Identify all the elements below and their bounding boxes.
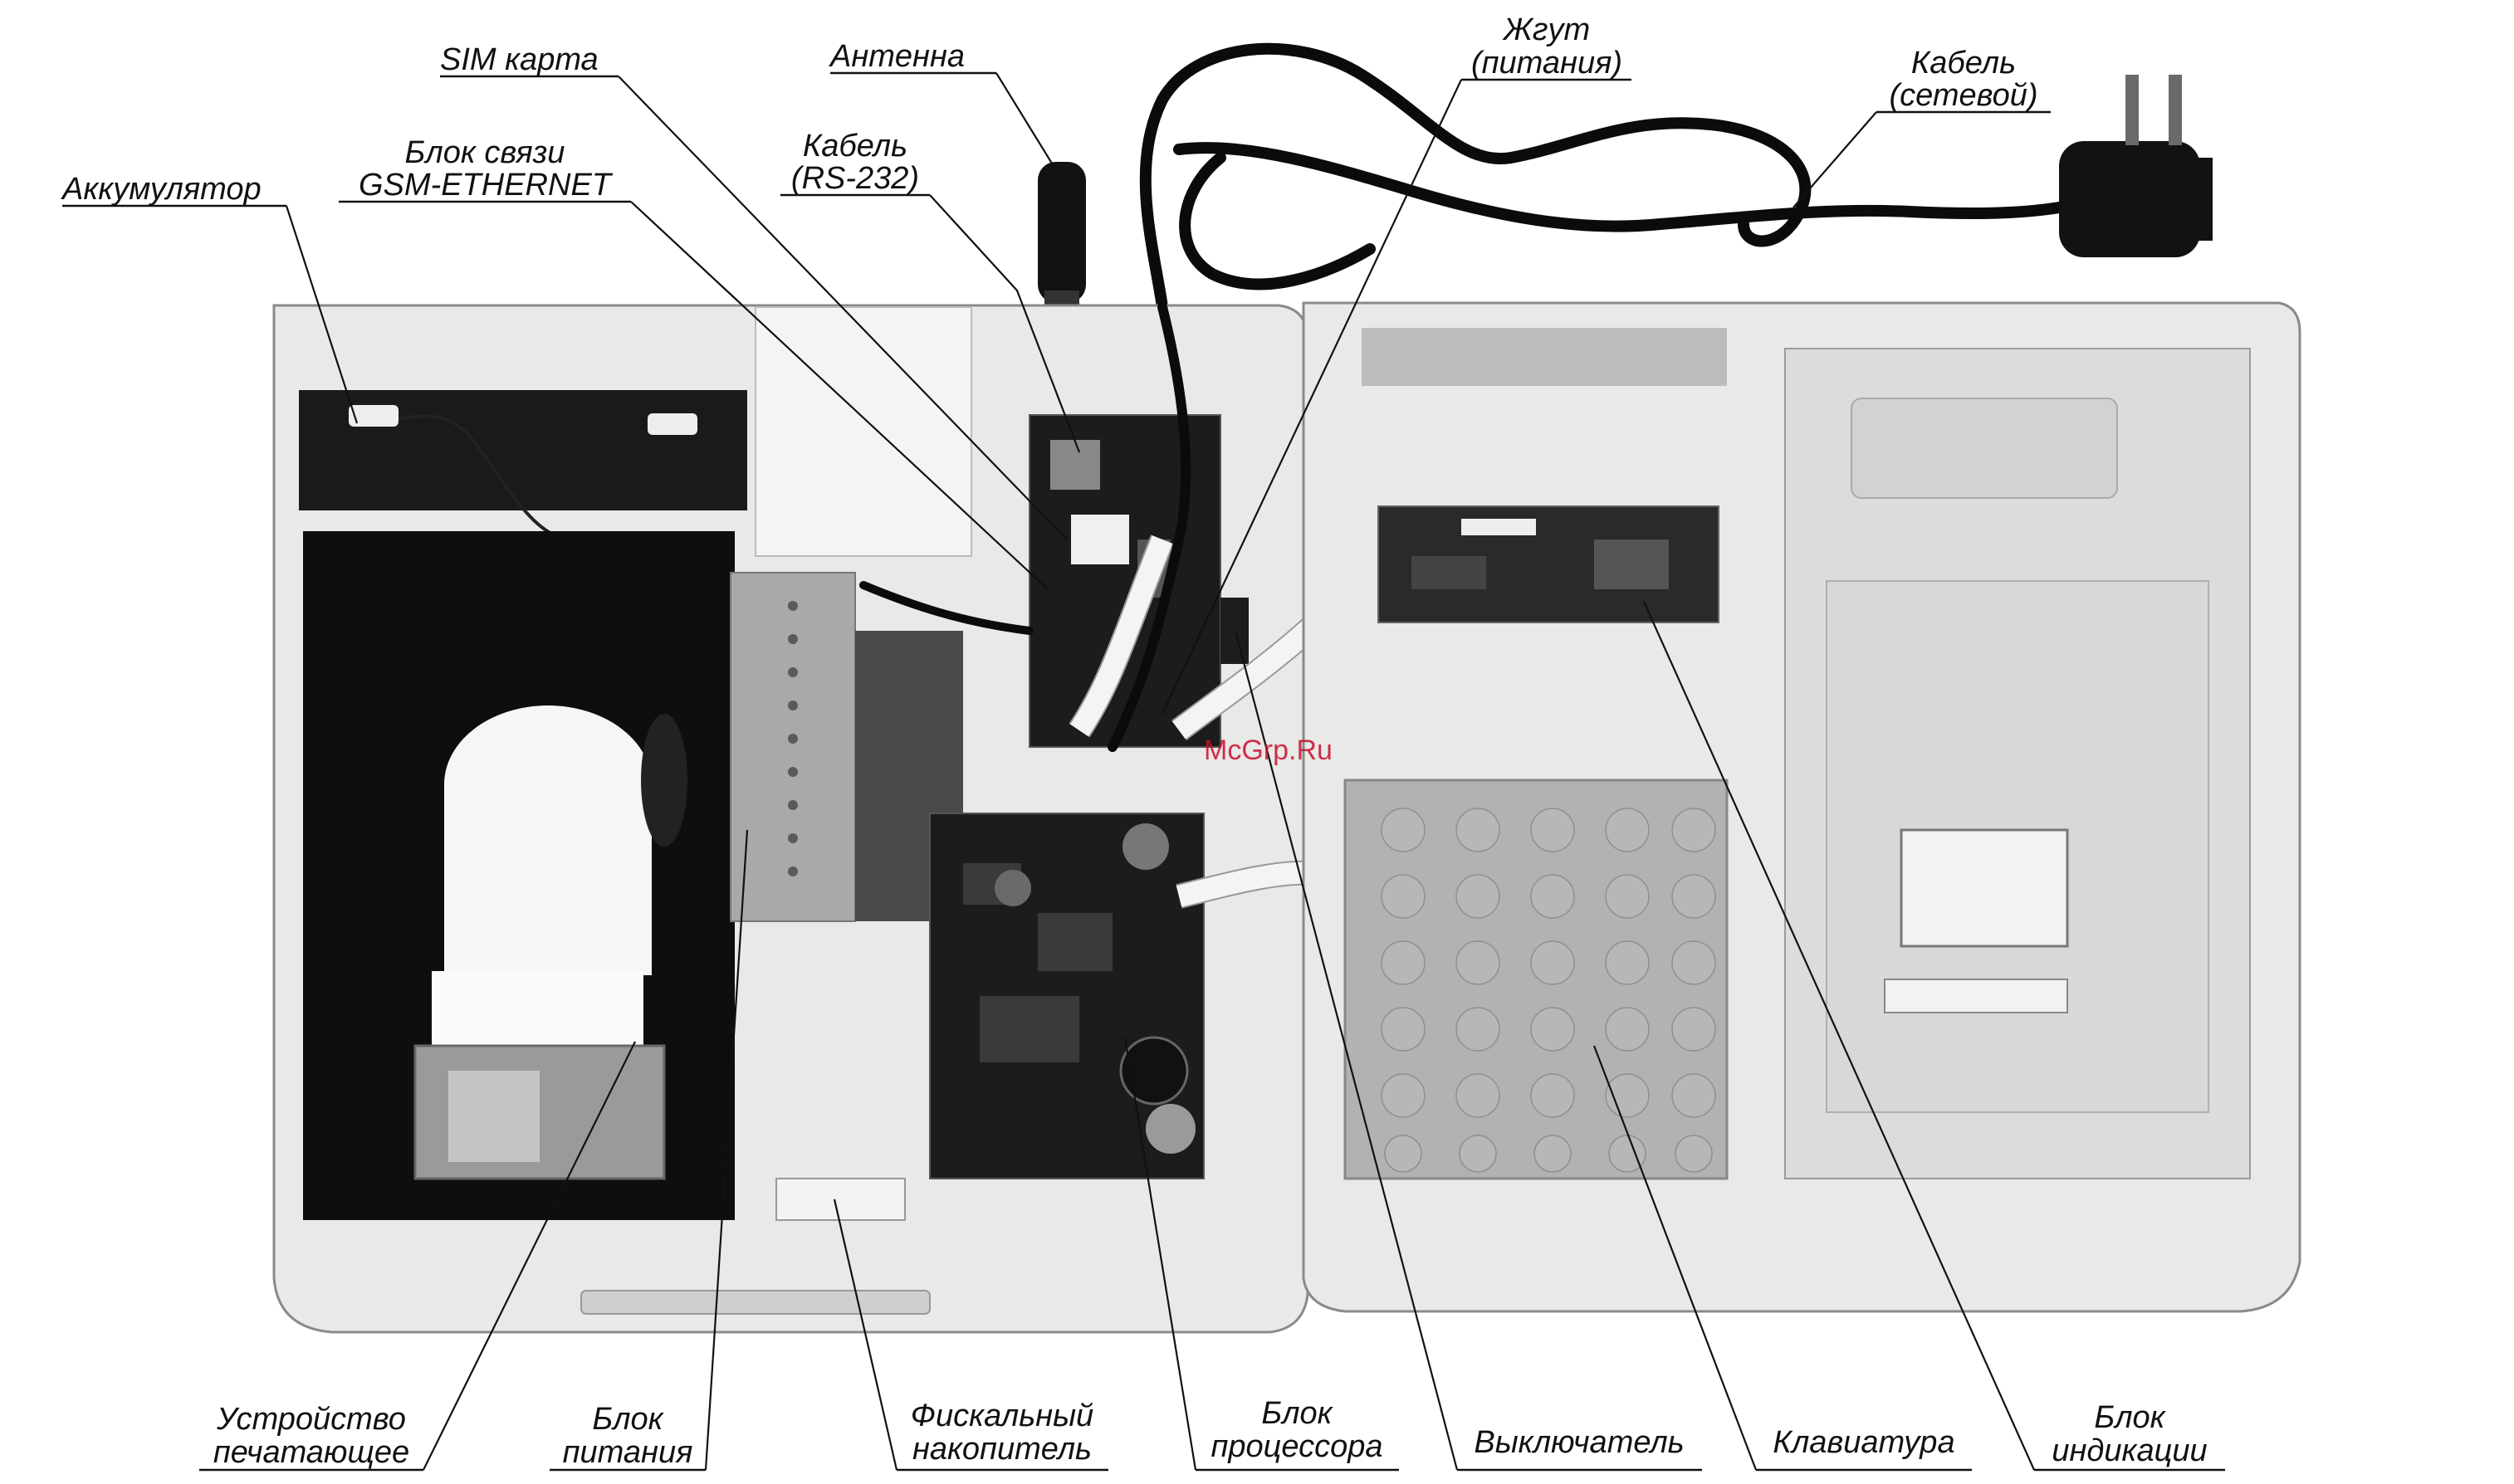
label-rs232-line1: Кабель bbox=[803, 129, 907, 164]
label-rs232-line2: (RS-232) bbox=[791, 161, 919, 196]
label-switch: Выключатель bbox=[1474, 1425, 1684, 1460]
base-case-illustration bbox=[274, 305, 1378, 1332]
label-battery: Аккумулятор bbox=[61, 172, 262, 207]
label-psu-line2: питания bbox=[563, 1435, 693, 1470]
label-printer-line2: печатающее bbox=[213, 1435, 409, 1470]
label-keyboard: Клавиатура bbox=[1773, 1425, 1954, 1460]
power-cable-illustration bbox=[1146, 49, 2213, 307]
label-cpu-line2: процессора bbox=[1211, 1429, 1382, 1464]
label-psu-line1: Блок bbox=[592, 1402, 664, 1437]
label-harness-line2: (питания) bbox=[1471, 46, 1622, 81]
label-cpu-line1: Блок bbox=[1261, 1396, 1333, 1431]
label-fiscal-line2: накопитель bbox=[912, 1432, 1092, 1467]
label-display-line1: Блок bbox=[2094, 1400, 2166, 1435]
label-power-cable-line1: Кабель bbox=[1911, 46, 2016, 81]
label-harness-line1: Жгут bbox=[1502, 12, 1590, 47]
label-power-cable-line2: (сетевой) bbox=[1889, 78, 2037, 113]
label-sim-card: SIM карта bbox=[440, 42, 599, 77]
label-fiscal-line1: Фискальный bbox=[911, 1399, 1093, 1433]
label-display-line2: индикации bbox=[2052, 1433, 2207, 1468]
watermark-text: McGrp.Ru bbox=[1204, 735, 1333, 766]
antenna-illustration bbox=[1038, 162, 1086, 315]
label-comm-unit-line1: Блок связи bbox=[405, 135, 565, 170]
lid-case-illustration bbox=[1303, 303, 2300, 1311]
label-comm-unit-line2: GSM-ETHERNET bbox=[359, 168, 614, 203]
plug-icon bbox=[2059, 75, 2213, 257]
label-printer-line1: Устройство bbox=[216, 1402, 406, 1437]
label-antenna: Антенна bbox=[829, 39, 965, 74]
